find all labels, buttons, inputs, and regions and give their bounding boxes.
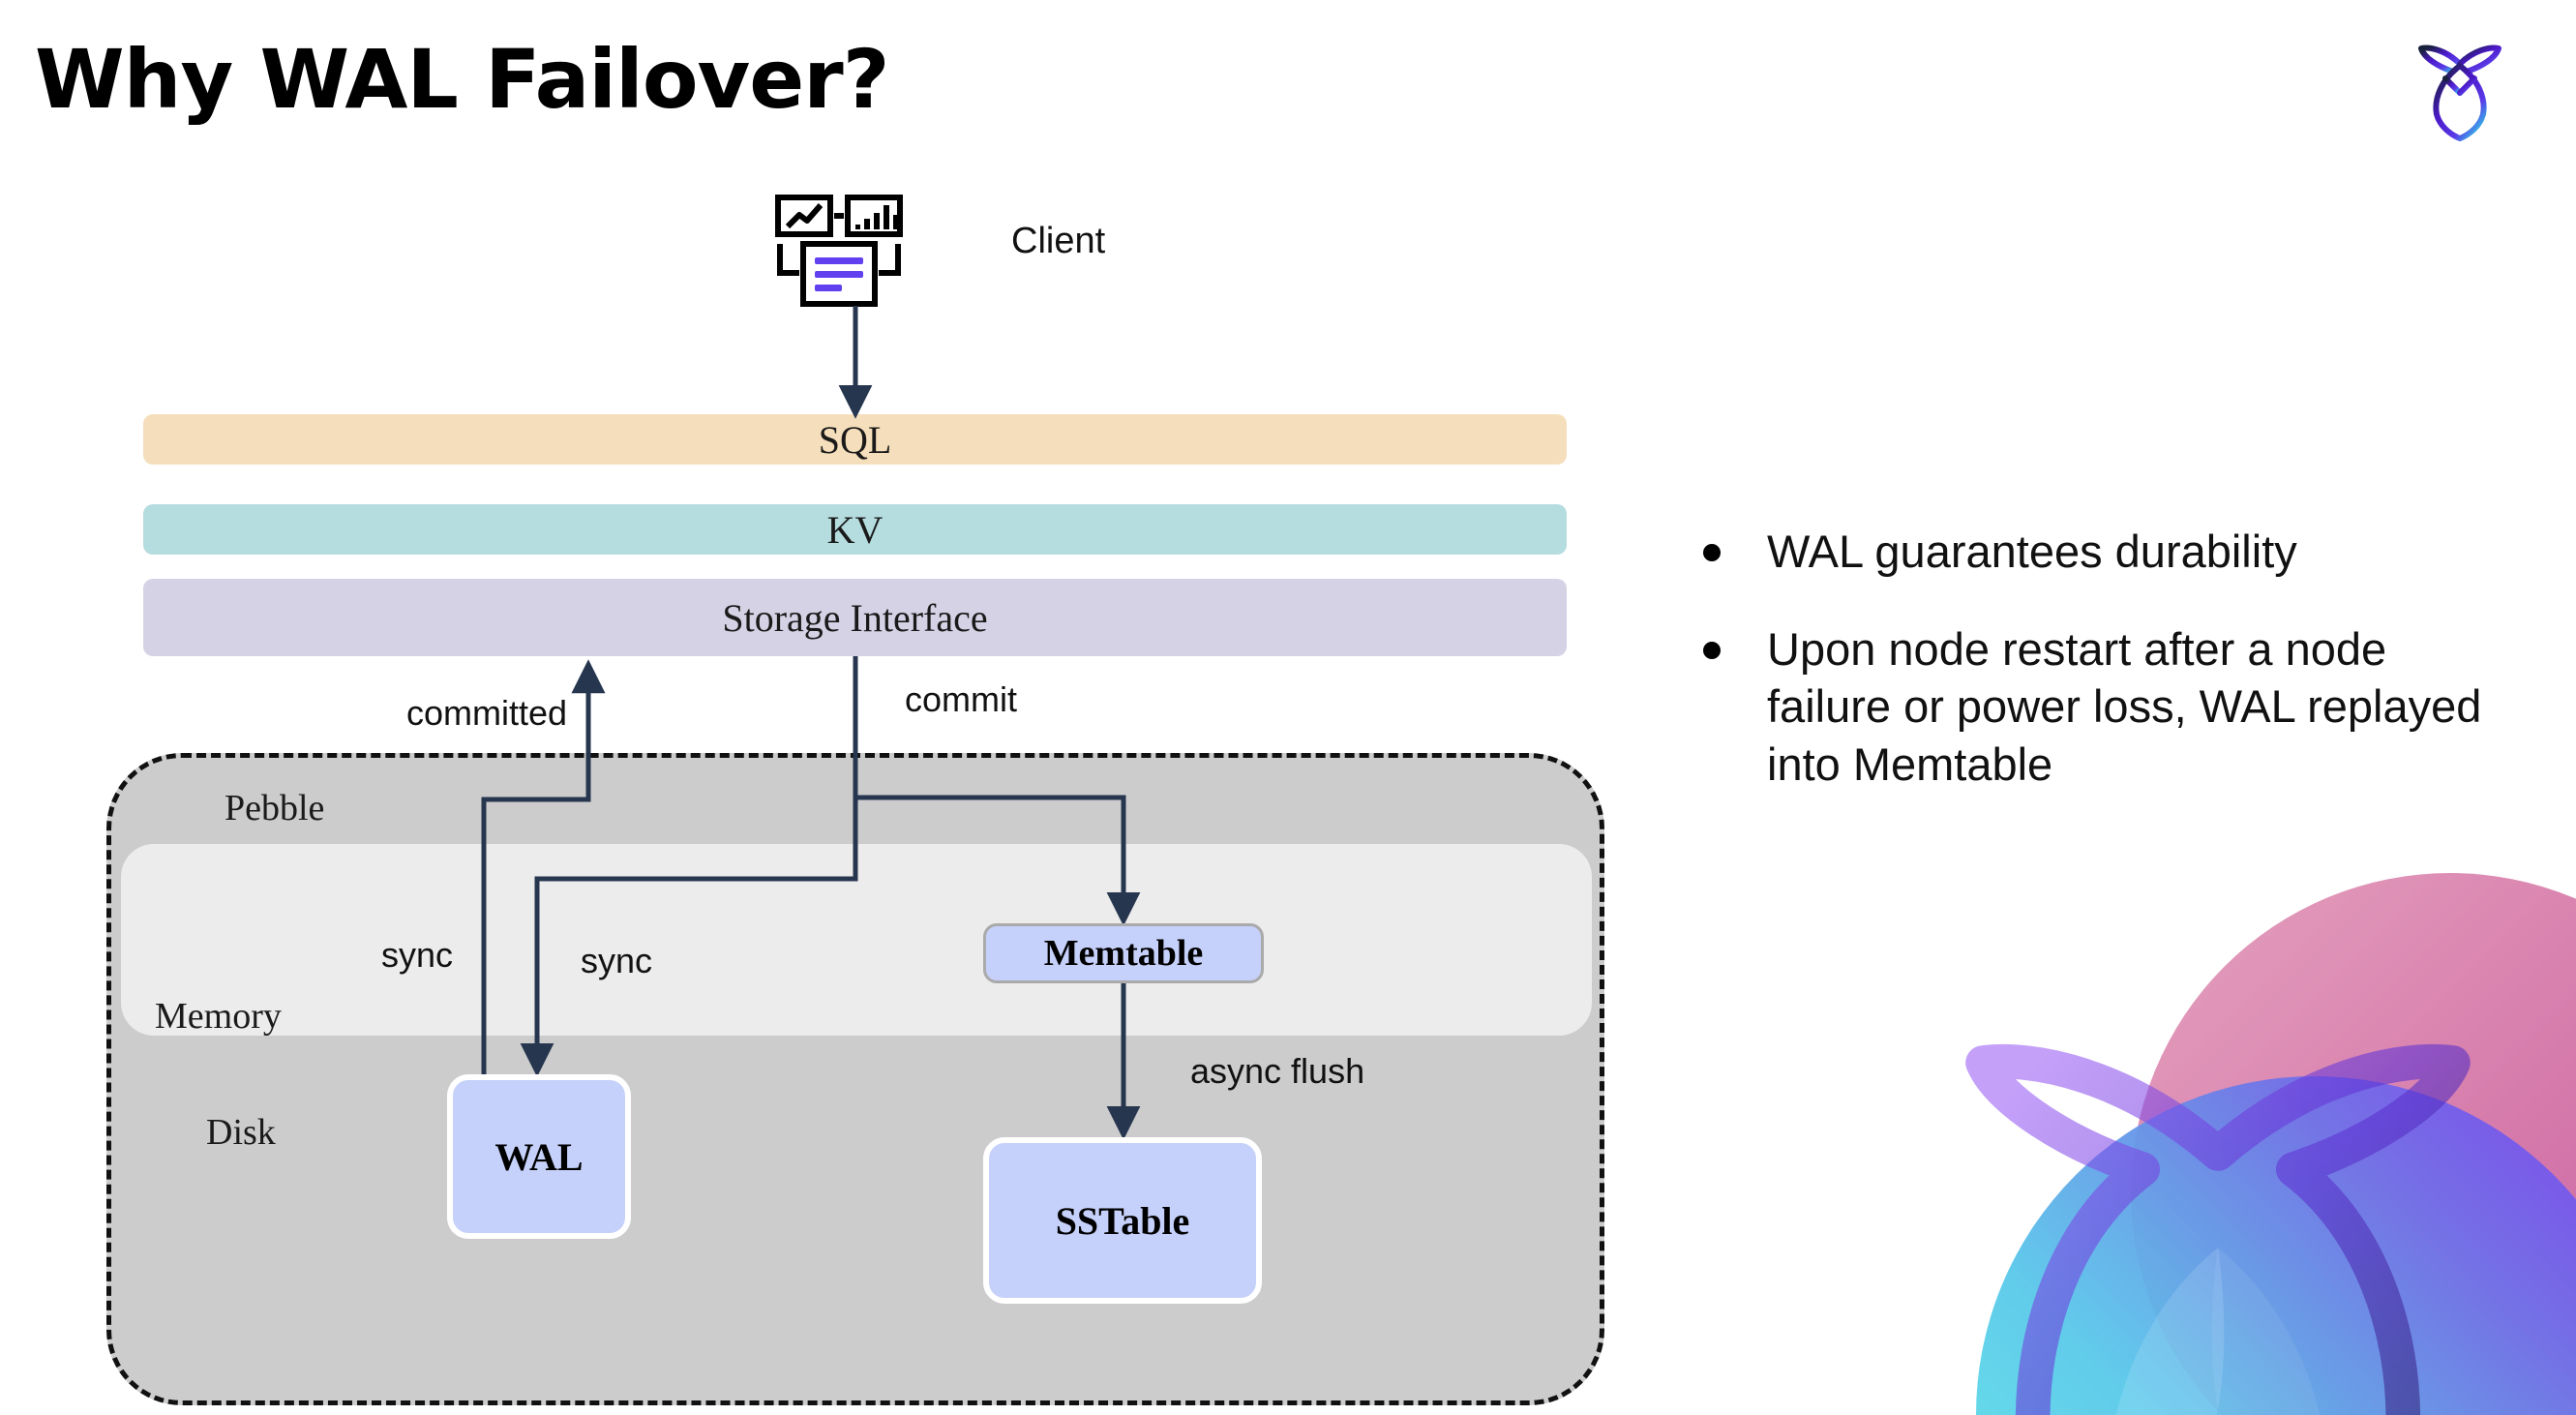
bullet-list: WAL guarantees durability Upon node rest… xyxy=(1703,523,2506,833)
page-title: Why WAL Failover? xyxy=(35,32,889,127)
cockroachdb-logo xyxy=(2407,35,2513,141)
bullet-text: Upon node restart after a node failure o… xyxy=(1767,623,2482,790)
logo-svg xyxy=(2418,45,2501,141)
layer-bar-storage-interface: Storage Interface xyxy=(143,579,1567,656)
list-item: Upon node restart after a node failure o… xyxy=(1703,620,2506,793)
disk-label: Disk xyxy=(206,1112,276,1153)
deco-svg xyxy=(1965,873,2576,1415)
flow-label-committed: committed xyxy=(406,693,568,733)
bullet-dot-icon xyxy=(1703,642,1721,660)
dashboard-analytics-icon xyxy=(774,194,929,310)
pebble-label: Pebble xyxy=(225,788,325,828)
client-icon-svg xyxy=(775,195,903,307)
bullet-dot-icon xyxy=(1703,544,1721,561)
flow-label-commit: commit xyxy=(905,679,1017,719)
flow-label-sync-right: sync xyxy=(581,941,653,980)
bullet-text: WAL guarantees durability xyxy=(1767,526,2297,577)
layer-bar-sql: SQL xyxy=(143,414,1567,465)
memory-region xyxy=(121,844,1592,1036)
node-memtable: Memtable xyxy=(983,923,1264,983)
client-label: Client xyxy=(1011,221,1106,261)
flow-label-sync-left: sync xyxy=(381,935,454,975)
flow-label-async-flush: async flush xyxy=(1190,1051,1365,1091)
memory-label: Memory xyxy=(155,996,282,1037)
list-item: WAL guarantees durability xyxy=(1703,523,2506,580)
node-sstable: SSTable xyxy=(983,1137,1262,1304)
layer-bar-kv: KV xyxy=(143,504,1567,555)
decorative-background-circles xyxy=(1802,873,2576,1415)
node-wal: WAL xyxy=(447,1074,631,1239)
